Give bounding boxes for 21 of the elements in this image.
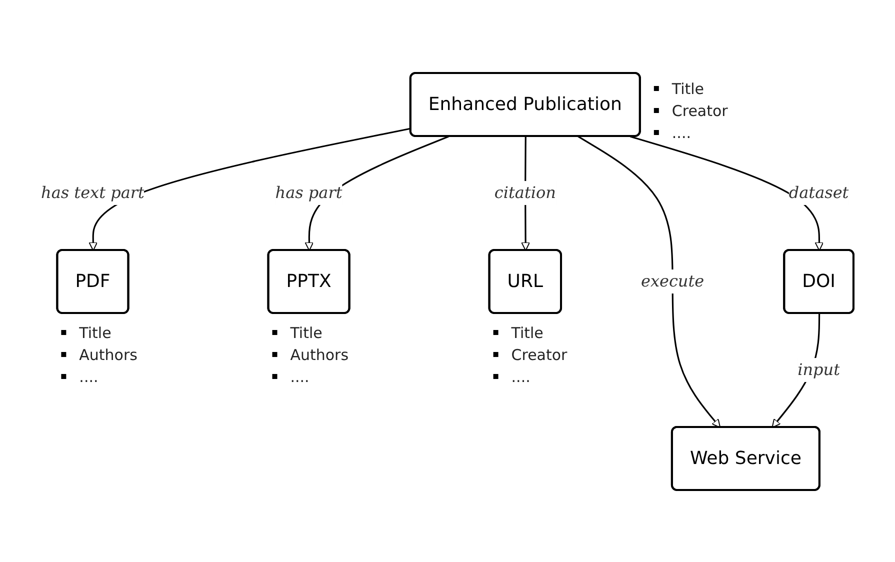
note-text: Creator xyxy=(672,102,728,120)
edge-label: dataset xyxy=(789,182,849,202)
edge-label: citation xyxy=(494,182,556,202)
edge-label: input xyxy=(798,359,840,378)
note-text: .... xyxy=(79,368,98,386)
note-text: Authors xyxy=(290,346,349,364)
edge-label: has part xyxy=(276,182,343,202)
arrow xyxy=(88,127,412,250)
arrow xyxy=(578,135,721,428)
note-text: Creator xyxy=(512,346,568,364)
edge-label: has text part xyxy=(41,182,145,202)
note-text: Title xyxy=(79,324,112,342)
arrow xyxy=(630,135,824,250)
note-text: Title xyxy=(672,80,704,98)
note-text: .... xyxy=(512,368,531,386)
note-text: Authors xyxy=(79,346,138,364)
edge-label: execute xyxy=(641,270,704,290)
note-text: .... xyxy=(290,368,310,386)
note-text: .... xyxy=(672,124,692,142)
note-text: Title xyxy=(290,324,323,342)
note-text: Title xyxy=(512,324,544,342)
